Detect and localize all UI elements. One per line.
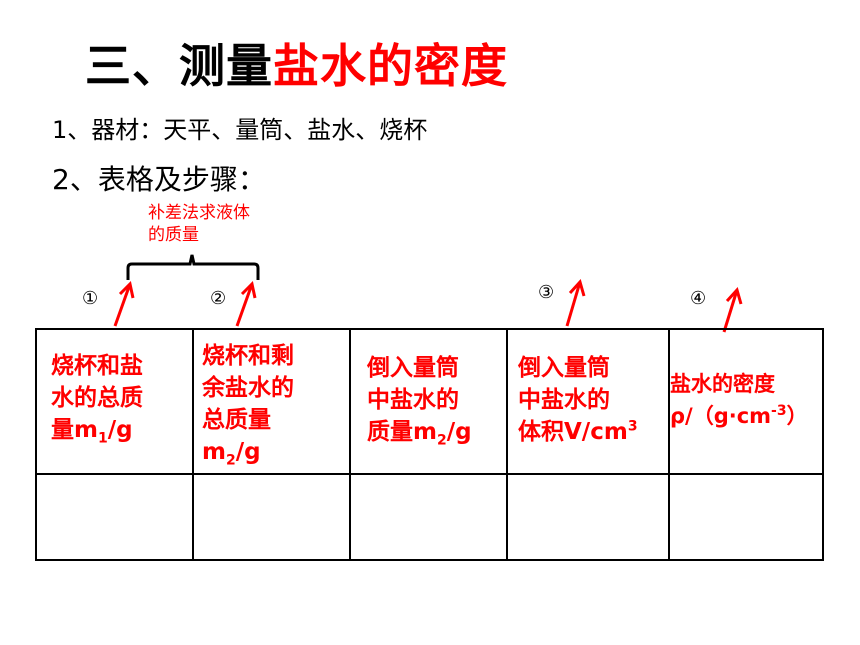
data-cell[interactable] [668,473,824,561]
marker-1: ① [82,288,99,309]
header-cell-total-mass: 烧杯和盐 水的总质 量m1/g [35,328,194,475]
marker-3: ③ [538,282,555,303]
data-cell[interactable] [192,473,351,561]
title-black-part: 三、测量 [85,39,273,93]
brace-icon [126,254,260,280]
data-cell[interactable] [506,473,670,561]
table-header-row: 烧杯和盐 水的总质 量m1/g 烧杯和剩 余盐水的 总质量 m2/g 倒入量筒 … [35,328,824,475]
marker-4: ④ [690,288,707,309]
page-title: 三、测量盐水的密度 [85,30,508,96]
table-row [35,473,824,561]
annotation-note-line2: 的质量 [148,225,199,245]
header-cell-poured-volume: 倒入量筒 中盐水的 体积V/cm3 [506,328,670,475]
header-cell-density: 盐水的密度 ρ/（g·cm-3） [668,328,824,475]
data-table: 烧杯和盐 水的总质 量m1/g 烧杯和剩 余盐水的 总质量 m2/g 倒入量筒 … [35,328,824,561]
materials-line: 1、器材：天平、量筒、盐水、烧杯 [52,116,428,144]
data-cell[interactable] [35,473,194,561]
arrow-4-icon [722,286,743,333]
arrow-2-icon [235,280,257,327]
arrow-1-icon [113,280,135,327]
arrow-3-icon [565,278,586,327]
header-cell-poured-mass: 倒入量筒 中盐水的 质量m2/g [349,328,508,475]
header-cell-remaining-mass: 烧杯和剩 余盐水的 总质量 m2/g [192,328,351,475]
annotation-note-line1: 补差法求液体 [148,203,250,223]
title-red-part: 盐水的密度 [273,39,508,93]
annotation-note: 补差法求液体 的质量 [148,202,288,246]
marker-2: ② [210,288,227,309]
steps-heading: 2、表格及步骤： [52,163,266,196]
data-cell[interactable] [349,473,508,561]
